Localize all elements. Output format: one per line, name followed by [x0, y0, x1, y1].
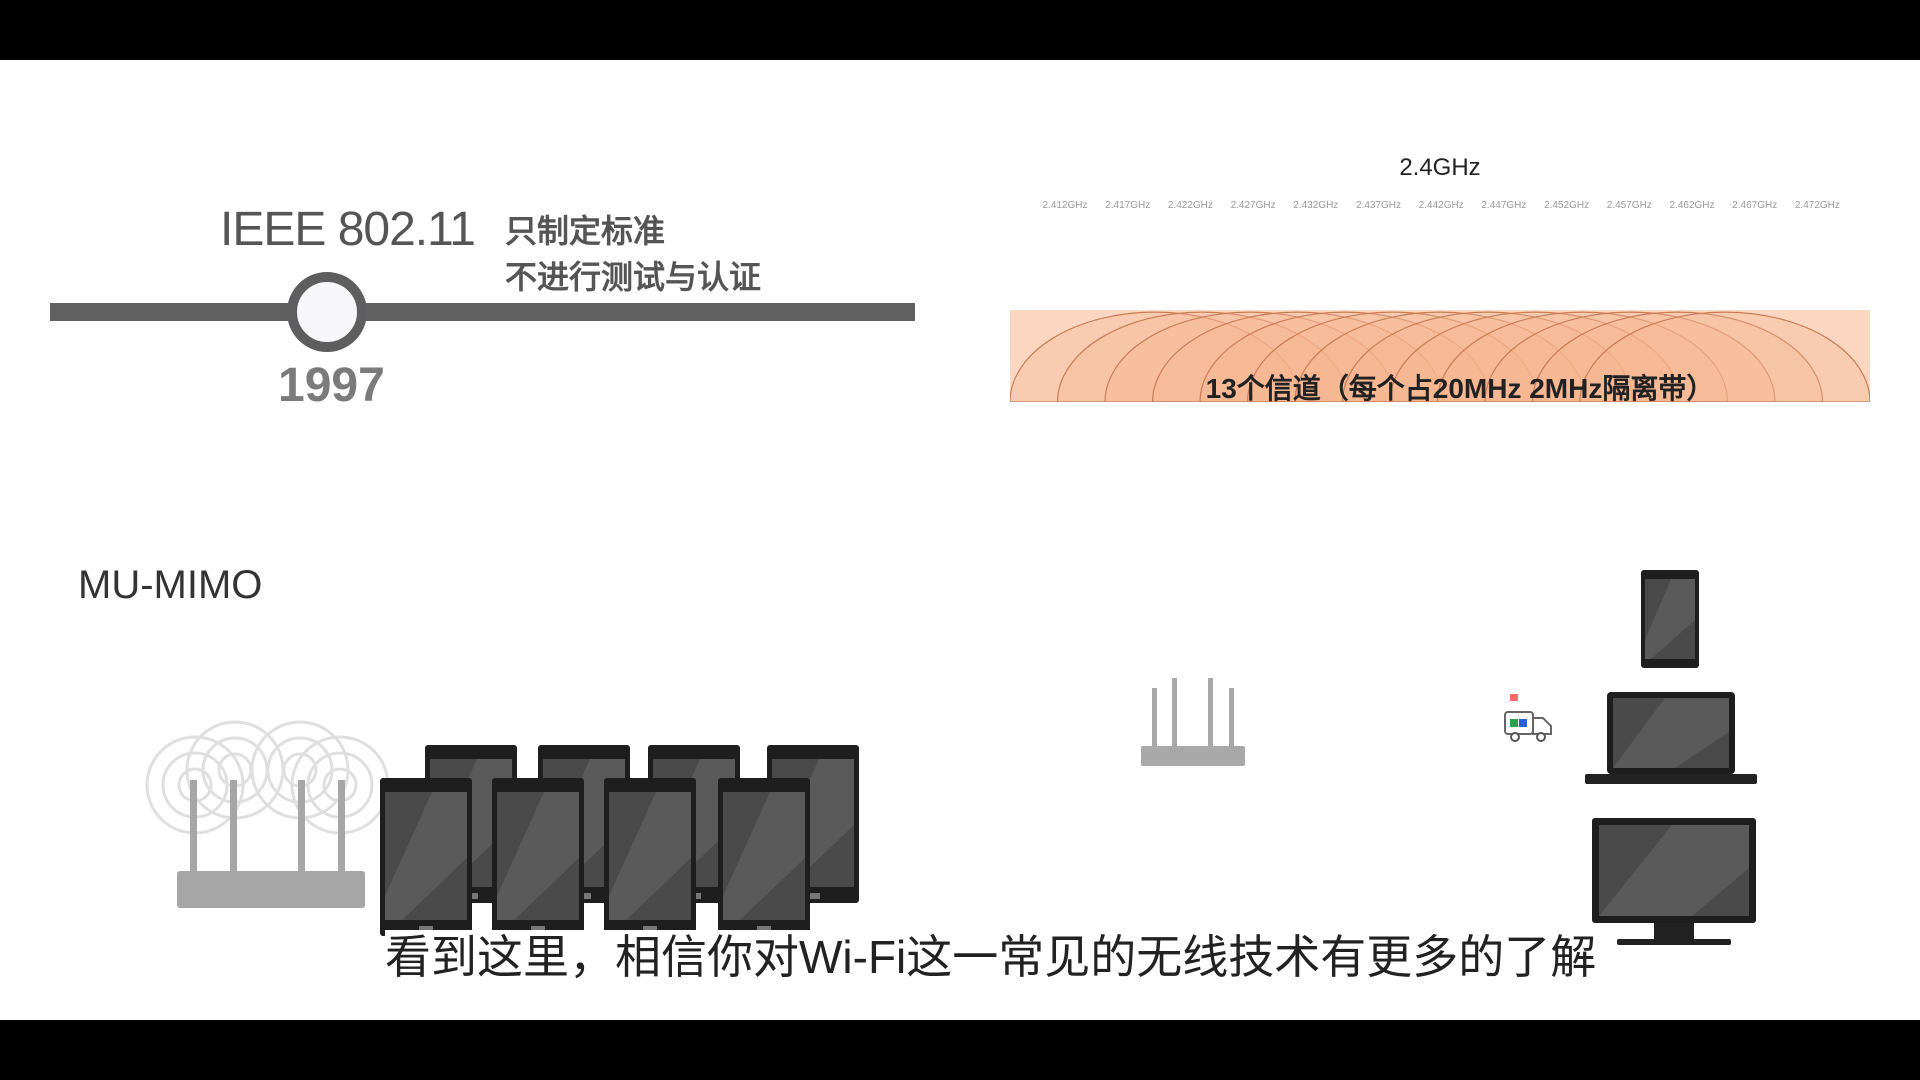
channel-frequency-label: 2.462GHz	[1669, 200, 1715, 211]
packet-dot	[1510, 694, 1518, 701]
standard-title: IEEE 802.11	[220, 203, 476, 256]
mimo-title: MU-MIMO	[78, 563, 263, 607]
channel-arc	[1010, 311, 1301, 402]
channel-arc	[1104, 311, 1396, 402]
channel-arc	[1436, 311, 1729, 402]
channel-arc	[1531, 311, 1824, 402]
laptop-icon	[1585, 692, 1757, 784]
mimo-illustration	[145, 720, 859, 936]
monitor-icon	[1592, 818, 1756, 945]
router-icon	[1141, 678, 1245, 766]
channel-frequency-label: 2.427GHz	[1230, 200, 1276, 211]
timeline-node	[287, 272, 367, 352]
truck-icon	[1504, 711, 1552, 742]
channel-frequency-label: 2.432GHz	[1293, 200, 1339, 211]
router-icon	[177, 780, 365, 908]
channel-overlap-diagram	[1010, 310, 1870, 402]
channel-frequency-label: 2.467GHz	[1732, 200, 1778, 211]
channel-arc	[1246, 311, 1539, 402]
tablet-icon	[380, 778, 472, 936]
channel-frequency-label: 2.457GHz	[1606, 200, 1652, 211]
channel-arc	[1579, 311, 1870, 402]
wifi-signal-icon	[145, 720, 390, 835]
tablet-icon	[604, 778, 696, 936]
channel-frequency-label: 2.472GHz	[1794, 200, 1840, 211]
video-frame: IEEE 802.11 只制定标准 不进行测试与认证 1997 2.4GHz 2…	[0, 60, 1920, 1020]
channel-frequency-label: 2.442GHz	[1418, 200, 1464, 211]
channel-frequency-label: 2.417GHz	[1105, 200, 1151, 211]
channel-frequency-label: 2.447GHz	[1481, 200, 1527, 211]
channel-frequency-label: 2.437GHz	[1355, 200, 1402, 211]
tablet-group	[380, 745, 859, 936]
channel-arc	[1389, 311, 1681, 402]
channel-arc	[1341, 311, 1634, 402]
standard-description: 只制定标准 不进行测试与认证	[505, 208, 761, 300]
tablet-icon	[492, 778, 584, 936]
channel-frequency-label: 2.422GHz	[1167, 200, 1213, 211]
description-line-1: 只制定标准	[505, 213, 666, 249]
timeline-bar	[50, 303, 915, 321]
channel-frequency-label: 2.412GHz	[1042, 200, 1088, 211]
channel-arc	[1199, 311, 1491, 402]
channel-arc	[1056, 311, 1349, 402]
video-subtitle: 看到这里，相信你对Wi-Fi这一常见的无线技术有更多的了解	[385, 930, 1597, 985]
channel-frequency-labels: 2.412GHz 2.417GHz 2.422GHz 2.427GHz 2.432GHz…	[1010, 200, 1840, 220]
band-title: 2.4GHz	[1399, 154, 1481, 181]
channel-arc	[1484, 311, 1776, 402]
phone-icon	[1641, 570, 1699, 668]
device-cluster	[1141, 570, 1757, 945]
channel-caption: 13个信道（每个占20MHz 2MHz隔离带）	[1205, 373, 1715, 404]
description-line-2: 不进行测试与认证	[505, 259, 762, 295]
channel-arc	[1294, 311, 1586, 402]
channel-arc	[1151, 311, 1444, 402]
timeline-year: 1997	[278, 359, 385, 412]
tablet-icon	[718, 778, 810, 936]
channel-frequency-label: 2.452GHz	[1544, 200, 1590, 211]
